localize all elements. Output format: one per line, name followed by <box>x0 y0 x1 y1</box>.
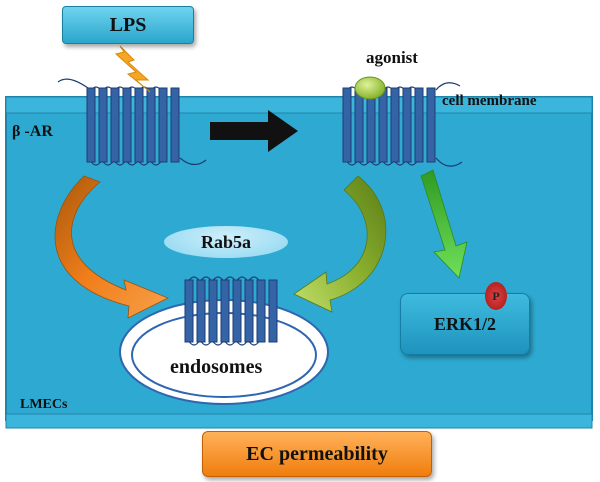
agonist-label: agonist <box>366 48 418 67</box>
ec-permeability-label: EC permeability <box>246 442 388 465</box>
lps-label: LPS <box>109 13 147 36</box>
rab5a-oval: Rab5a <box>164 226 288 258</box>
erk-box: ERK1/2 <box>400 293 530 355</box>
beta-ar-label: β -AR <box>12 123 53 140</box>
phospho-label: P <box>492 288 500 303</box>
green-arrow-icon <box>420 169 468 279</box>
orange-curved-arrow-icon <box>54 175 169 319</box>
lmecs-label: LMECs <box>20 397 68 412</box>
cell-bottom-band <box>5 413 593 429</box>
lps-box: LPS <box>62 6 194 44</box>
black-arrow-icon <box>210 110 298 152</box>
endosome-receptor <box>184 276 278 346</box>
beta-ar-receptor-right <box>342 82 463 167</box>
endosomes-label: endosomes <box>170 356 263 378</box>
beta-ar-receptor-left <box>57 78 207 166</box>
rab5a-label: Rab5a <box>200 231 251 252</box>
cell-membrane-label: cell membrane <box>442 93 537 109</box>
olive-curved-arrow-icon <box>293 175 387 313</box>
erk-label: ERK1/2 <box>433 313 496 334</box>
phospho-badge: P <box>485 282 507 310</box>
ec-permeability-box: EC permeability <box>202 431 432 477</box>
lightning-icon <box>114 45 151 93</box>
agonist-icon <box>354 76 386 100</box>
